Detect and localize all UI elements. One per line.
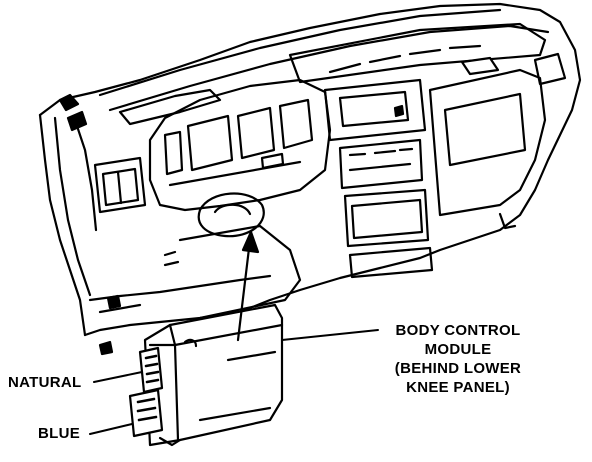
install-arrow — [236, 230, 260, 342]
left-vent — [58, 93, 147, 214]
leader-lines — [89, 329, 379, 435]
dash-top — [98, 8, 550, 126]
right-dash — [428, 52, 567, 230]
body-control-module — [143, 303, 284, 447]
module-callout: BODY CONTROL MODULE (BEHIND LOWER KNEE P… — [368, 321, 548, 397]
center-stack — [323, 78, 434, 279]
module-label-line1: BODY CONTROL — [395, 322, 521, 339]
module-label-line3: (BEHIND LOWER — [394, 360, 522, 377]
module-label-line2: MODULE — [424, 341, 492, 358]
module-label-line4: KNEE PANEL) — [406, 379, 510, 396]
module-connectors — [128, 346, 182, 447]
natural-connector-label: NATURAL — [8, 374, 82, 391]
steering-column — [163, 192, 302, 320]
dashboard-outline — [38, 2, 582, 337]
instrument-cluster — [148, 78, 332, 212]
blue-connector-label: BLUE — [38, 425, 81, 442]
